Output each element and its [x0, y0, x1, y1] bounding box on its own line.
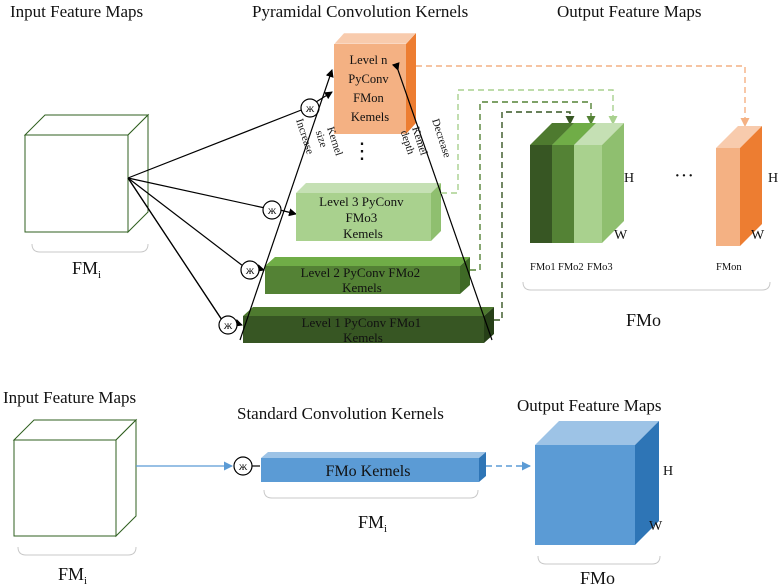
top-input-connectors [127, 106, 310, 321]
bottom-kernel-fm-label: FMi [358, 512, 387, 535]
bottom-title-output: Output Feature Maps [517, 396, 661, 415]
svg-text:Level 1 PyConv FMo1 Keme: Level 1 PyConv FMo1 Kemels [302, 315, 425, 345]
top-input-brace [31, 243, 149, 253]
bottom-output-label: FMo [580, 568, 615, 588]
svg-text:ж: ж [223, 318, 233, 332]
bottom-kernel: FMo Kernels [261, 452, 486, 482]
increase-kernel-size-text: Increase [293, 117, 316, 156]
vertical-dots: ⋮ [351, 138, 373, 163]
top-title-input: Input Feature Maps [10, 2, 143, 21]
svg-text:ж: ж [245, 263, 255, 277]
decrease-kernel-depth-arrow [391, 62, 493, 341]
top-dim-w-2: W [751, 228, 765, 243]
bottom-dim-h: H [663, 464, 673, 479]
decrease-kernel-depth-text: Decrease [429, 117, 453, 159]
top-title-kernels: Pyramidal Convolution Kernels [252, 2, 468, 21]
output-map-fmo3 [574, 123, 624, 243]
kernel-level-1: Level 1 PyConv FMo1 Kemels [243, 307, 494, 345]
top-title-output: Output Feature Maps [557, 2, 701, 21]
bottom-title-kernels: Standard Convolution Kernels [237, 404, 444, 423]
dashed-connector-n [416, 65, 750, 127]
kernel-depth-text: Kemel depth [398, 125, 431, 163]
output-label-fmo3: FMo3 [587, 262, 613, 273]
dashed-connector-3 [441, 89, 618, 194]
output-group-label: FMo [626, 310, 661, 330]
dashed-connector-1 [494, 111, 575, 321]
top-input-cube [23, 113, 150, 234]
output-brace [522, 281, 771, 291]
output-label-fmon: FMon [716, 262, 742, 273]
output-map-fmon [716, 126, 762, 246]
bottom-dim-w: W [649, 519, 663, 534]
output-label-fmo1: FMo1 [530, 262, 556, 273]
svg-text:Level 3 PyConv FMo3: Level 3 PyConv FMo3 Kemels [319, 194, 407, 241]
conv-symbol-1: ж [218, 315, 238, 335]
kernel-level-2: Level 2 PyConv FMo2 Kemels [265, 257, 470, 295]
top-dim-h-2: H [768, 171, 778, 186]
svg-text:FMo Kernels: FMo Kernels [326, 463, 411, 480]
bottom-input-cube [12, 418, 138, 538]
bottom-input-brace [17, 546, 137, 556]
svg-text:Level 2 PyConv FMo2 Keme: Level 2 PyConv FMo2 Kemels [301, 265, 424, 295]
conv-symbol-2: ж [240, 260, 260, 280]
bottom-conv-symbol: ж [233, 456, 253, 476]
top-dim-w-1: W [614, 228, 628, 243]
top-dim-h-1: H [624, 171, 634, 186]
svg-text:ж: ж [267, 203, 277, 217]
svg-text:ж: ж [238, 459, 248, 473]
kernel-level-3: Level 3 PyConv FMo3 Kemels [296, 183, 441, 241]
output-label-fmo2: FMo2 [558, 262, 584, 273]
increase-kernel-size-arrow [239, 69, 334, 341]
conv-symbol-3: ж [262, 200, 282, 220]
top-input-label: FMi [72, 258, 101, 281]
bottom-output-brace [537, 555, 661, 565]
svg-text:Level n PyConv FMo: Level n PyConv FMon Kemels [348, 53, 391, 124]
bottom-kernel-brace [263, 489, 479, 499]
output-hdots: ··· [674, 165, 694, 187]
bottom-output-cube [535, 421, 659, 545]
bottom-input-label: FMi [58, 564, 87, 587]
bottom-title-input: Input Feature Maps [3, 388, 136, 407]
kernel-level-n: Level n PyConv FMon Kemels [333, 32, 417, 134]
svg-text:ж: ж [305, 101, 315, 115]
